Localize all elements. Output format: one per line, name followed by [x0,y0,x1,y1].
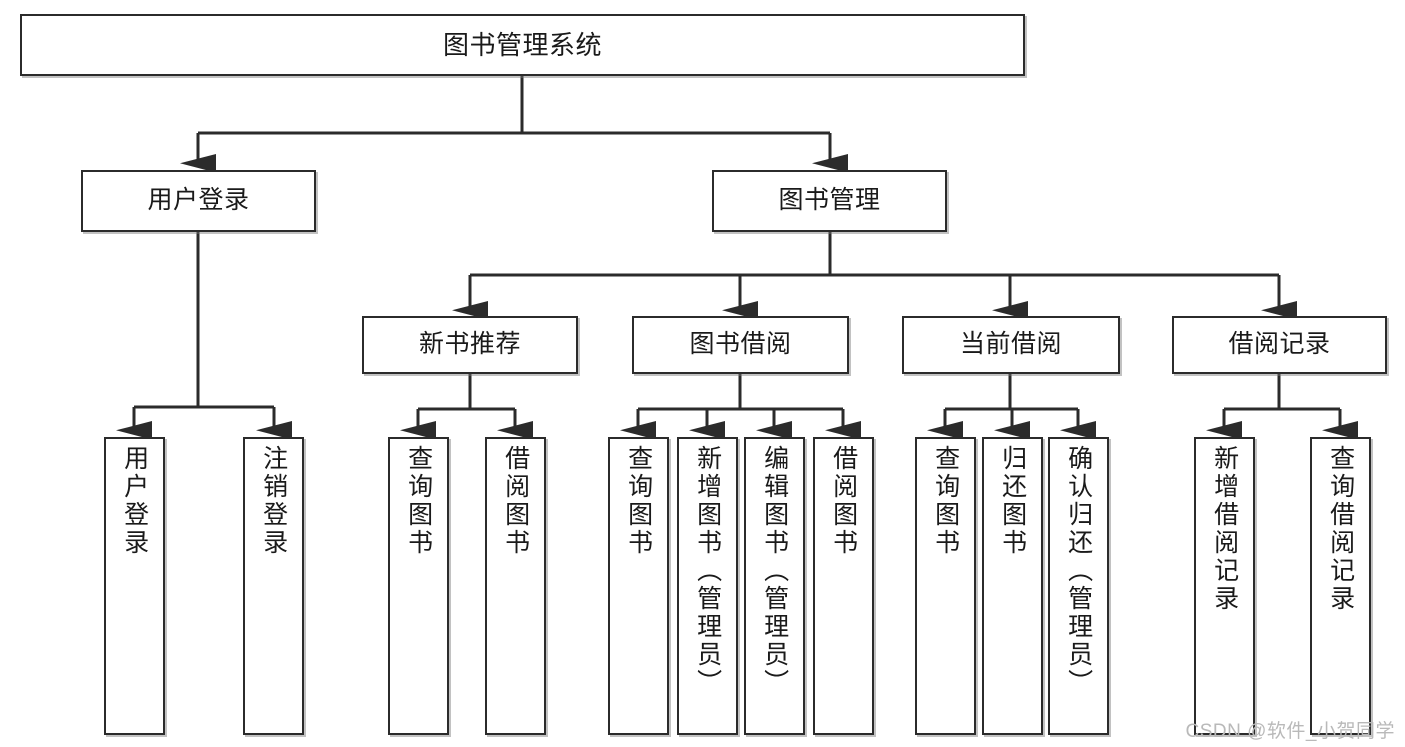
node-label: 注销登录 [259,445,288,557]
node-label: 图书管理系统 [442,29,602,60]
node-root[interactable]: 图书管理系统 [20,14,1025,76]
node-label: 图书借阅 [689,330,792,359]
node-book-borrow[interactable]: 图书借阅 [632,316,849,374]
watermark-text: CSDN @软件_小贺同学 [1185,721,1395,742]
node-label: 查询图书 [404,445,433,557]
node-label: 查询借阅记录 [1326,445,1355,613]
node-leaf-borrow-book-2[interactable]: 借阅图书 [813,437,874,735]
node-label: 新增图书（管理员） [693,445,722,697]
node-leaf-return-book[interactable]: 归还图书 [982,437,1043,735]
node-leaf-query-book-3[interactable]: 查询图书 [915,437,976,735]
node-leaf-query-record[interactable]: 查询借阅记录 [1310,437,1371,735]
node-label: 用户登录 [147,186,250,215]
node-leaf-user-login[interactable]: 用户登录 [104,437,165,735]
node-label: 编辑图书（管理员） [760,445,789,697]
node-leaf-add-book[interactable]: 新增图书（管理员） [677,437,738,735]
node-user-login[interactable]: 用户登录 [81,170,316,232]
node-label: 图书管理 [778,186,881,215]
node-label: 当前借阅 [959,330,1062,359]
node-current-borrow[interactable]: 当前借阅 [902,316,1120,374]
node-label: 用户登录 [120,445,149,557]
node-label: 新书推荐 [418,330,521,359]
node-label: 确认归还（管理员） [1064,445,1093,697]
node-label: 归还图书 [998,445,1027,557]
node-label: 查询图书 [624,445,653,557]
node-label: 借阅记录 [1228,330,1331,359]
node-leaf-borrow-book-1[interactable]: 借阅图书 [485,437,546,735]
node-label: 新增借阅记录 [1210,445,1239,613]
node-borrow-record[interactable]: 借阅记录 [1172,316,1387,374]
node-book-manage[interactable]: 图书管理 [712,170,947,232]
node-leaf-confirm-return[interactable]: 确认归还（管理员） [1048,437,1109,735]
node-leaf-edit-book[interactable]: 编辑图书（管理员） [744,437,805,735]
node-leaf-add-record[interactable]: 新增借阅记录 [1194,437,1255,735]
node-leaf-query-book-2[interactable]: 查询图书 [608,437,669,735]
node-label: 借阅图书 [501,445,530,557]
node-leaf-user-logout[interactable]: 注销登录 [243,437,304,735]
node-new-book-rec[interactable]: 新书推荐 [362,316,578,374]
node-leaf-query-book-1[interactable]: 查询图书 [388,437,449,735]
node-label: 借阅图书 [829,445,858,557]
node-label: 查询图书 [931,445,960,557]
